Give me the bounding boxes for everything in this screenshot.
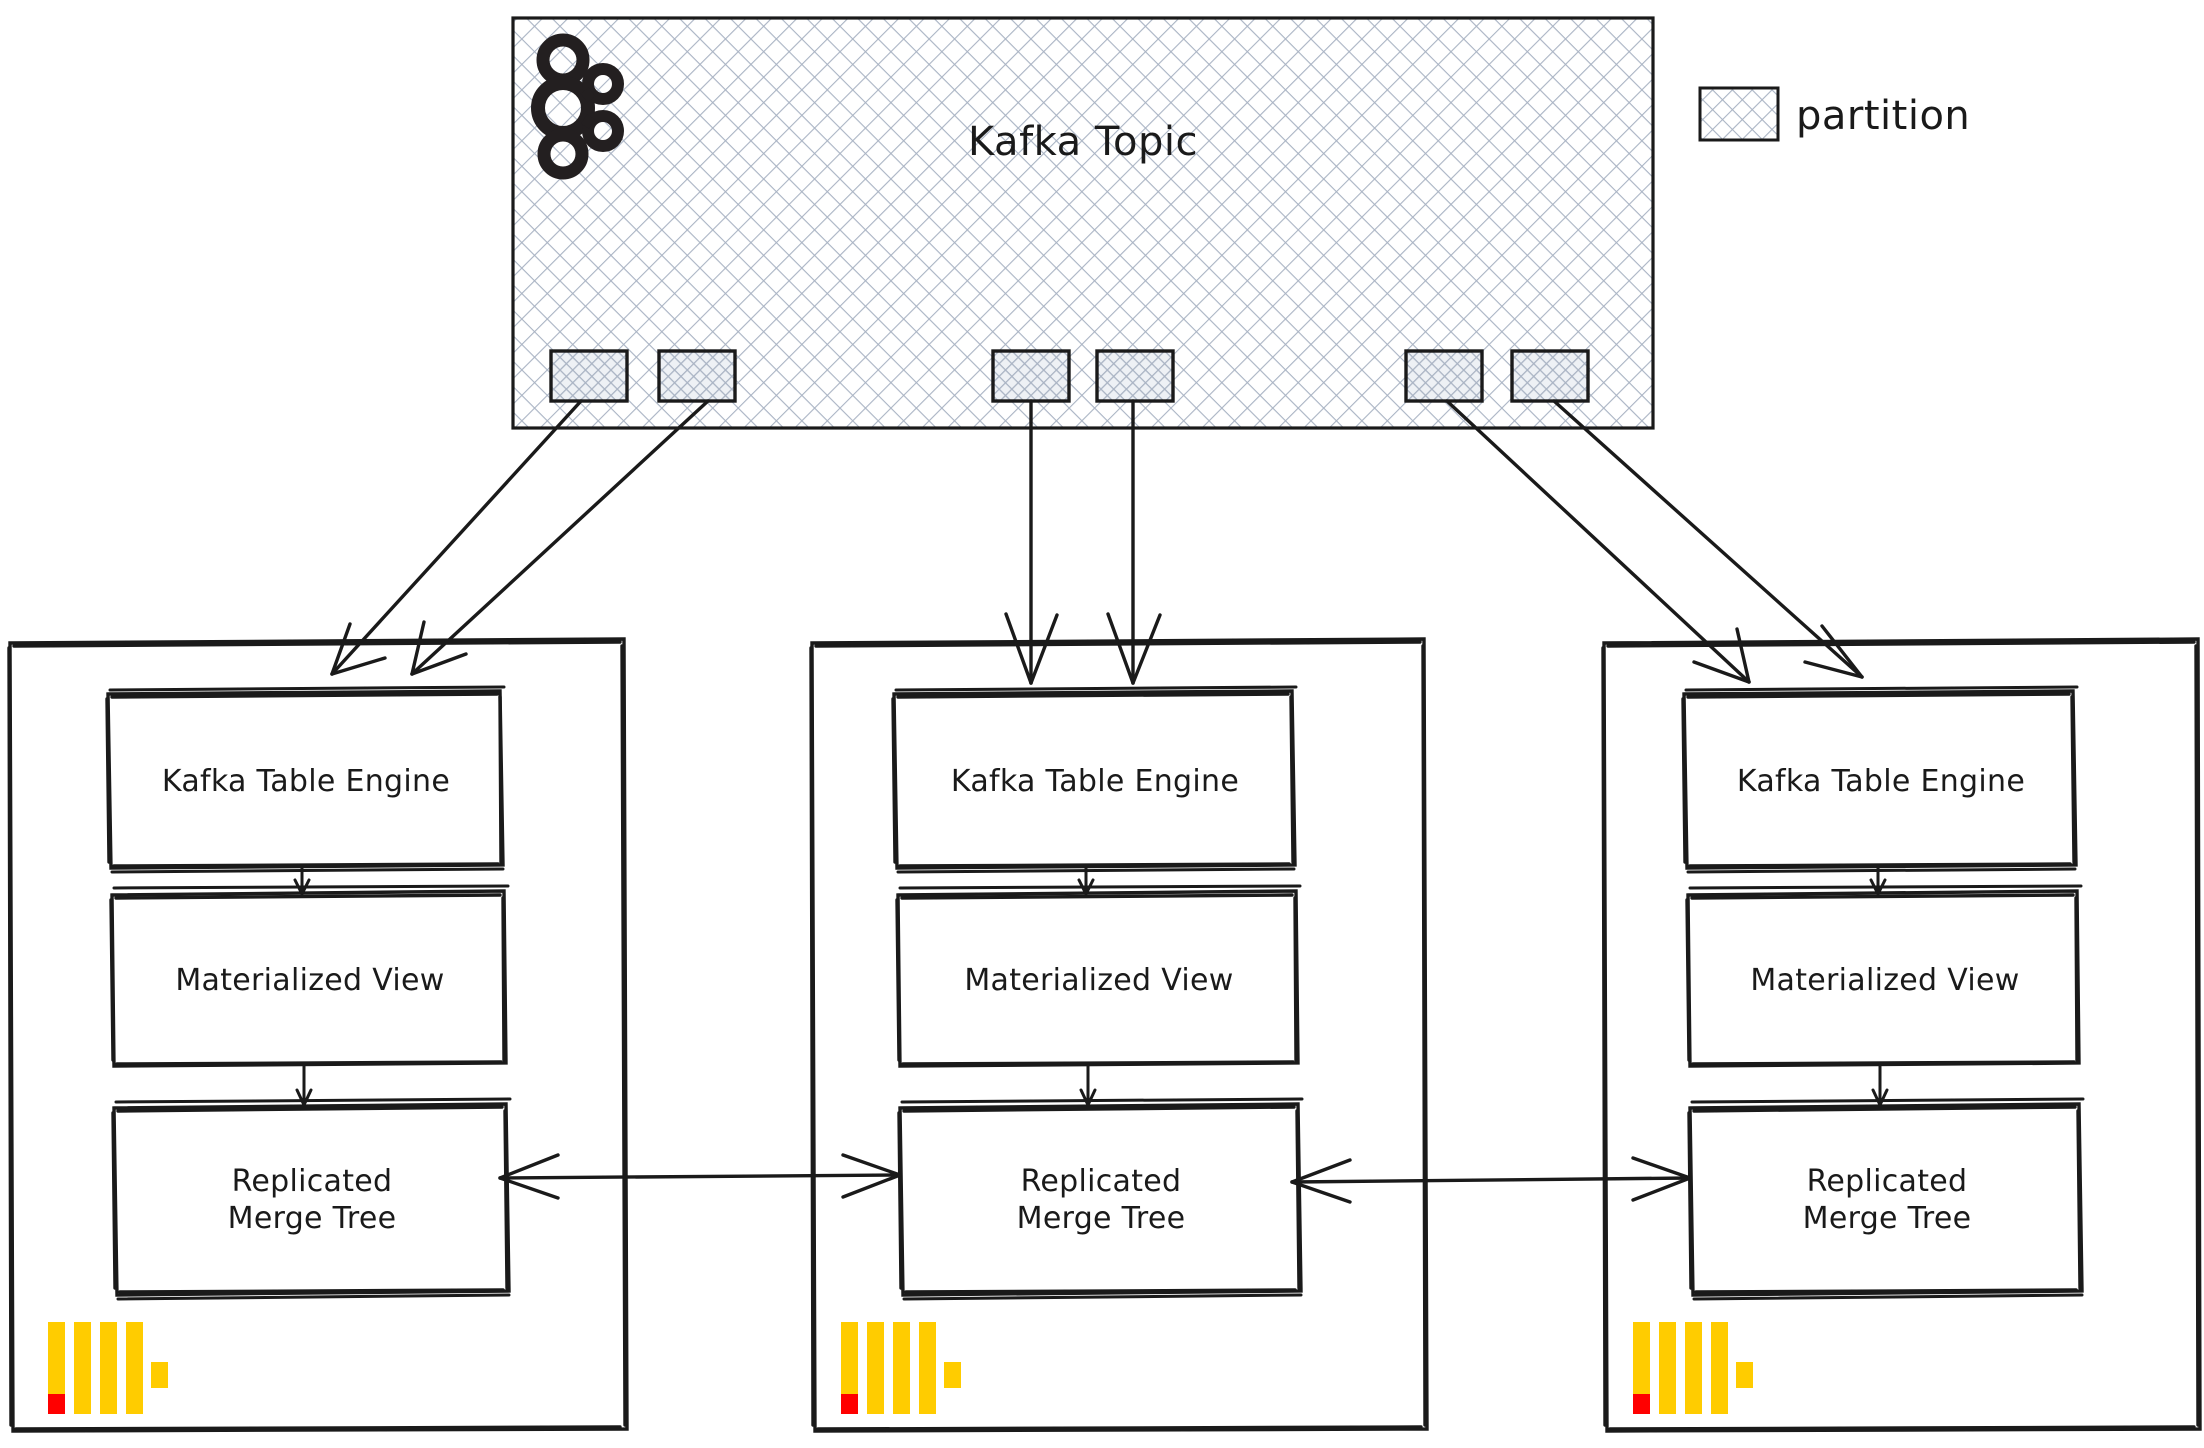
node3-internal-arrow-mv-to-rmt [1871,1064,1889,1107]
node1-materialized-view-box[interactable] [109,884,510,1068]
arrow-partition2-to-node2 [1004,399,1059,685]
node1-replicated-merge-tree-box[interactable] [111,1097,512,1301]
arrow-partition4-to-node3 [1445,399,1751,684]
legend-partition-swatch [1698,86,1780,142]
partition-box-1[interactable] [657,349,737,403]
node2-replicated-merge-tree-box[interactable] [897,1097,1304,1301]
kafka-logo-icon [531,33,624,180]
arrow-partition1-to-node1 [410,399,710,676]
node3-kafka-table-engine-box[interactable] [1681,685,2079,874]
node1-internal-arrow-kte-to-mv [293,866,311,896]
node-container-1[interactable] [7,637,629,1433]
node-container-2[interactable] [809,637,1429,1433]
node3-replicated-merge-tree-box[interactable] [1687,1097,2085,1301]
node2-kafka-table-engine-box[interactable] [891,685,1298,874]
node3-clickhouse-logo-icon [1633,1322,1753,1414]
arrow-partition5-to-node3 [1552,399,1864,679]
arrow-partition3-to-node2 [1106,399,1162,685]
node-container-3[interactable] [1601,637,2202,1433]
partition-box-4[interactable] [1404,349,1484,403]
node2-internal-arrow-kte-to-mv [1077,866,1095,896]
node3-internal-arrow-kte-to-mv [1869,866,1887,896]
node2-materialized-view-box[interactable] [895,884,1302,1068]
partition-boxes-group [549,349,1590,403]
node1-kafka-table-engine-box[interactable] [105,685,506,874]
node2-internal-arrow-mv-to-rmt [1079,1064,1097,1107]
node1-internal-arrow-mv-to-rmt [295,1064,313,1107]
partition-box-0[interactable] [549,349,629,403]
partition-box-3[interactable] [1095,349,1175,403]
partition-box-2[interactable] [991,349,1071,403]
arrow-partition0-to-node1 [330,399,583,676]
replication-arrow-node1-node2 [498,1153,902,1200]
node3-materialized-view-box[interactable] [1685,884,2083,1068]
replication-arrow-node2-node3 [1290,1156,1692,1204]
node1-clickhouse-logo-icon [48,1322,168,1414]
partition-box-5[interactable] [1510,349,1590,403]
node2-clickhouse-logo-icon [841,1322,961,1414]
